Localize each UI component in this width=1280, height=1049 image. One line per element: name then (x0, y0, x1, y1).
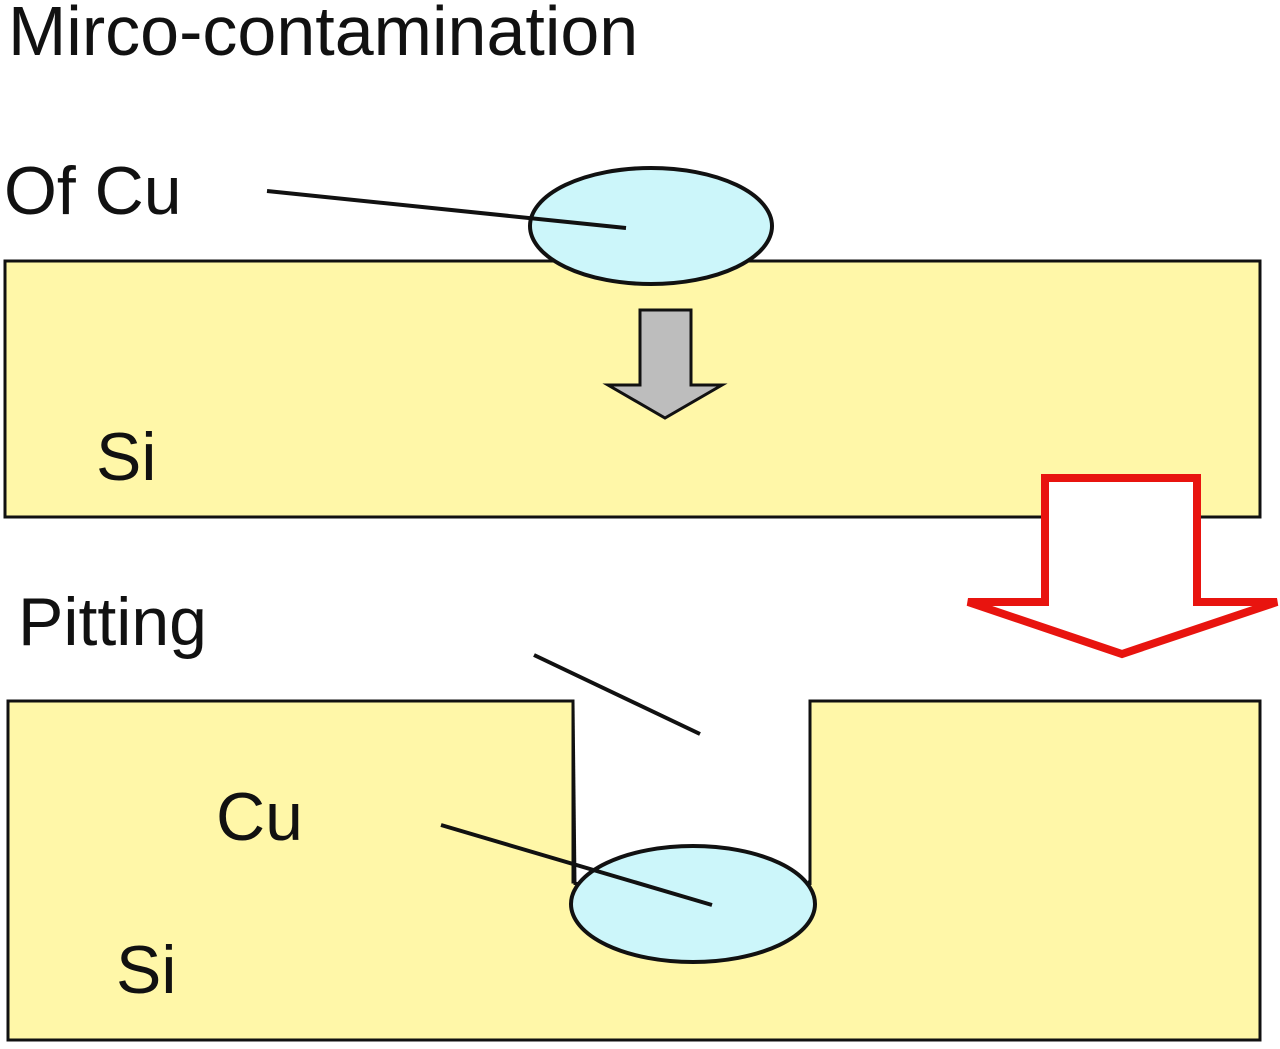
down-arrow-icon (602, 308, 728, 420)
bottom-si-label: Si (116, 932, 176, 1008)
bottom-cu-label: Cu (216, 779, 303, 855)
diagram-title: Mirco-contamination (8, 0, 638, 70)
top-panel: Of Cu Si (3, 153, 1262, 519)
top-si-label: Si (96, 419, 156, 495)
top-cu-particle (528, 166, 774, 286)
bottom-particle-leader-line (440, 823, 713, 907)
pit-leader-line (533, 653, 701, 736)
bottom-panel: Pitting Cu Si (6, 584, 1262, 1042)
hollow-down-arrow-icon (966, 474, 1279, 659)
top-particle-leader-line (266, 189, 627, 230)
bottom-cu-particle (569, 844, 817, 964)
pitting-label: Pitting (18, 584, 207, 660)
top-particle-label: Of Cu (4, 153, 182, 229)
